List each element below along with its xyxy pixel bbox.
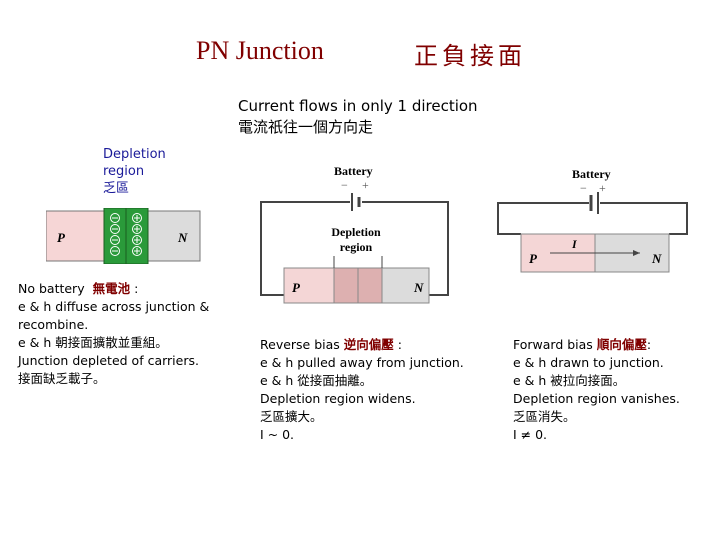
battery-plus: + xyxy=(362,178,369,192)
p-label: P xyxy=(292,280,301,295)
reverse-bias-line-4: 乏區擴大。 xyxy=(260,409,323,424)
battery-label: Battery xyxy=(334,164,373,178)
no-battery-description: No battery 無電池 : e & h diffuse across ju… xyxy=(18,280,233,388)
subtitle-line-1: Current flows in only 1 direction xyxy=(238,97,478,115)
battery-minus: − xyxy=(580,181,587,195)
battery-minus: − xyxy=(341,178,348,192)
no-battery-line-4: 接面缺乏載子。 xyxy=(18,371,106,386)
reverse-bias-line-1: e & h pulled away from junction. xyxy=(260,355,464,370)
subtitle: Current flows in only 1 direction 電流祇往一個… xyxy=(238,96,478,138)
depletion-label-box xyxy=(316,222,396,262)
depletion-label-line-2: region xyxy=(103,164,145,179)
circuit-wire xyxy=(260,201,449,296)
subtitle-line-2: 電流祇往一個方向走 xyxy=(238,118,374,136)
reverse-bias-line-3: Depletion region widens. xyxy=(260,391,416,406)
forward-bias-line-3: Depletion region vanishes. xyxy=(513,391,680,406)
depletion-text-2: region xyxy=(340,240,373,254)
reverse-bias-diagram: Battery − + Depletion region P N xyxy=(260,164,449,304)
no-battery-line-2: e & h 朝接面擴散並重組。 xyxy=(18,335,168,350)
pn-junction-no-battery-diagram: P N xyxy=(46,208,201,264)
reverse-bias-line-5: I ~ 0. xyxy=(260,427,295,442)
reverse-bias-line-2: e & h 從接面抽離。 xyxy=(260,373,373,388)
n-label: N xyxy=(651,251,662,266)
p-label: P xyxy=(529,251,538,266)
positive-ions xyxy=(132,213,142,256)
n-region xyxy=(381,267,430,304)
p-region xyxy=(46,210,105,262)
battery-label: Battery xyxy=(572,167,611,181)
forward-bias-line-2: e & h 被拉向接面。 xyxy=(513,373,626,388)
no-battery-line-3: Junction depleted of carriers. xyxy=(18,353,199,368)
circuit-wire xyxy=(497,202,688,235)
depletion-text-1: Depletion xyxy=(331,225,381,239)
current-label: I xyxy=(571,237,578,251)
depletion-label-line-3: 乏區 xyxy=(103,181,130,196)
reverse-bias-heading-zh: 逆向偏壓 xyxy=(343,337,394,352)
forward-bias-diagram: Battery − + I P N xyxy=(497,167,688,273)
forward-bias-line-5: I ≠ 0. xyxy=(513,427,548,442)
battery-plus: + xyxy=(599,181,606,195)
reverse-bias-heading: Reverse bias 逆向偏壓 : xyxy=(260,337,403,352)
no-battery-heading: No battery 無電池 : xyxy=(18,281,139,296)
reverse-bias-description: Reverse bias 逆向偏壓 : e & h pulled away fr… xyxy=(260,336,480,444)
depletion-label-line-1: Depletion xyxy=(103,147,166,162)
forward-bias-line-1: e & h drawn to junction. xyxy=(513,355,664,370)
title-chinese: 正負接面 xyxy=(414,42,526,70)
current-arrowhead xyxy=(633,250,640,256)
forward-bias-description: Forward bias 順向偏壓: e & h drawn to juncti… xyxy=(513,336,713,444)
p-label: P xyxy=(57,230,66,245)
forward-bias-line-4: 乏區消失。 xyxy=(513,409,576,424)
forward-bias-heading-zh: 順向偏壓 xyxy=(596,337,647,352)
depletion-region-label: Depletion region 乏區 xyxy=(103,146,166,197)
forward-bias-heading: Forward bias 順向偏壓: xyxy=(513,337,652,352)
no-battery-heading-zh: 無電池 xyxy=(92,281,131,296)
no-battery-line-1: e & h diffuse across junction & recombin… xyxy=(18,299,210,332)
title-english: PN Junction xyxy=(196,36,324,65)
negative-ions xyxy=(110,213,120,256)
n-label: N xyxy=(177,230,188,245)
n-label: N xyxy=(413,280,424,295)
p-region xyxy=(283,267,335,304)
